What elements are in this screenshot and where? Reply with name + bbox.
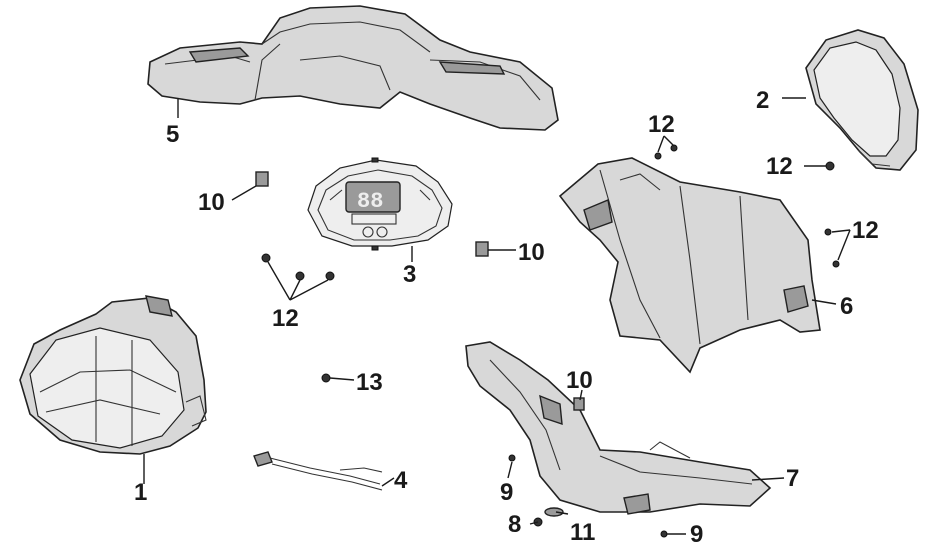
- part-rear-handlebar-cover: [147, 5, 559, 131]
- svg-text:88: 88: [357, 189, 383, 214]
- callout-12-left: 12: [272, 305, 299, 332]
- screw-12-set-left: [261, 253, 335, 281]
- callout-11: 11: [570, 519, 595, 546]
- clip-10-left: [255, 171, 269, 187]
- screw-13: [321, 373, 331, 383]
- part-front-handlebar-cover: [558, 157, 821, 374]
- part-cable: [253, 451, 383, 491]
- callout-10-lower: 10: [566, 367, 593, 394]
- screw-12-right: [824, 228, 840, 268]
- callout-3: 3: [403, 261, 416, 288]
- callout-12-rim: 12: [766, 153, 793, 180]
- screw-12-top: [654, 144, 678, 160]
- callout-2: 2: [756, 87, 769, 114]
- callout-13: 13: [356, 369, 383, 396]
- callout-10-center: 10: [518, 239, 545, 266]
- clip-10-lower: [573, 397, 585, 411]
- clip-10-center: [475, 241, 489, 257]
- leader-lines: [143, 97, 851, 535]
- part-headlight-assembly: [19, 295, 207, 455]
- callout-9-right: 9: [690, 521, 703, 548]
- callout-1: 1: [134, 479, 147, 506]
- callout-7: 7: [786, 465, 799, 492]
- callout-6: 6: [840, 293, 853, 320]
- callout-4: 4: [394, 467, 408, 494]
- screw-12-rim: [825, 161, 835, 171]
- callout-9-left: 9: [500, 479, 513, 506]
- callout-10-left: 10: [198, 189, 225, 216]
- part-headlight-rim: [805, 29, 919, 171]
- screw-9-left: [508, 454, 516, 462]
- callout-12-right: 12: [852, 217, 879, 244]
- callout-5: 5: [166, 121, 179, 148]
- callout-12-top: 12: [648, 111, 675, 138]
- callout-8: 8: [508, 511, 521, 538]
- part-lower-cover: [465, 341, 772, 515]
- part-instrument-cluster: 88: [307, 157, 453, 251]
- washer-11: [544, 507, 564, 517]
